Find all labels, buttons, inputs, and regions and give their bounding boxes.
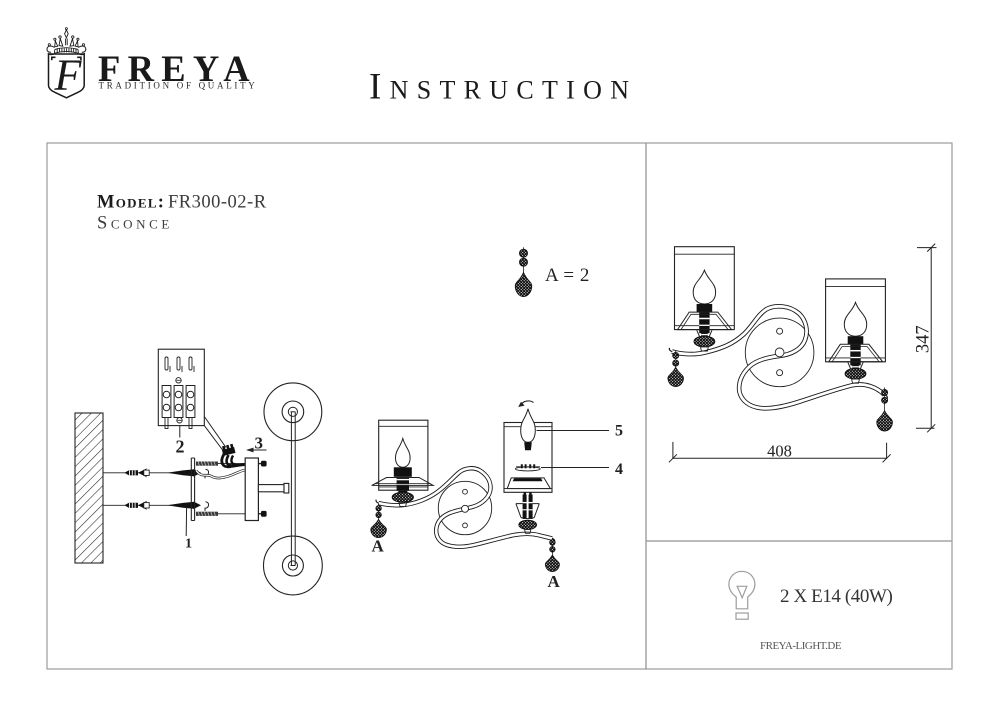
svg-text:3: 3: [255, 434, 264, 453]
svg-text:Sconce: Sconce: [97, 214, 173, 234]
svg-text:4: 4: [615, 461, 623, 478]
svg-text:347: 347: [914, 325, 934, 353]
svg-text:TRADITION OF QUALITY: TRADITION OF QUALITY: [99, 81, 258, 91]
svg-text:2: 2: [176, 437, 185, 457]
svg-text:1: 1: [185, 537, 192, 552]
svg-text:Instruction: Instruction: [369, 67, 637, 108]
svg-text:FREYA: FREYA: [98, 48, 257, 89]
svg-text:A = 2: A = 2: [545, 265, 590, 286]
svg-text:408: 408: [767, 442, 792, 461]
svg-text:F: F: [54, 51, 83, 100]
svg-text:5: 5: [615, 423, 623, 440]
svg-text:A: A: [372, 537, 385, 556]
svg-text:Model:: Model:: [97, 193, 165, 213]
svg-text:FREYA-LIGHT.DE: FREYA-LIGHT.DE: [760, 640, 842, 652]
svg-text:2 X E14 (40W): 2 X E14 (40W): [780, 586, 893, 607]
svg-text:FR300-02-R: FR300-02-R: [168, 193, 267, 213]
svg-text:A: A: [548, 572, 561, 591]
